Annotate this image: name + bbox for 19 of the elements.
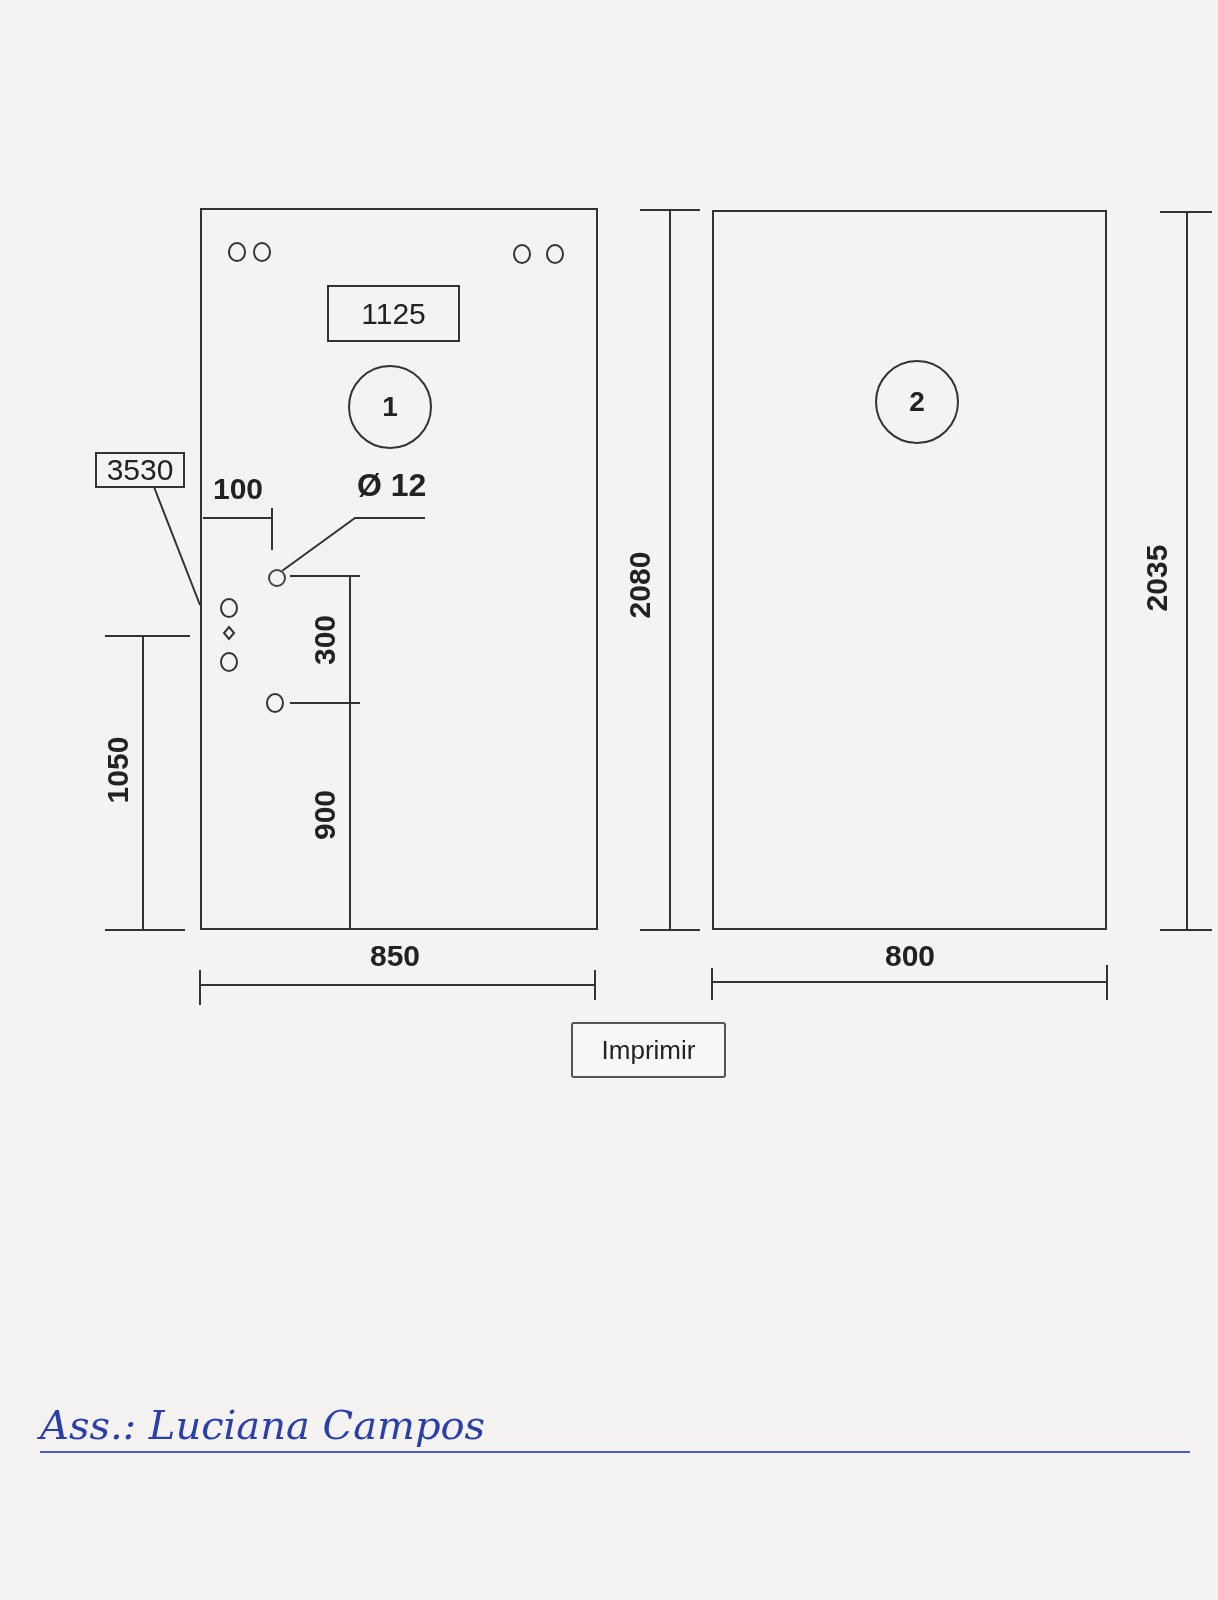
dimension-text: 2080 [625,551,655,619]
part-number-circle: 1 [348,365,432,449]
dimension-text: 100 [213,474,264,504]
print-button: Imprimir [571,1022,726,1078]
door-panel [712,210,1107,930]
dimension-text: 850 [369,941,421,971]
part-number-circle: 2 [875,360,959,444]
hole-diameter-text: Ø 12 [357,467,457,520]
leader-line [281,517,426,572]
dimension-box: 3530 [95,452,185,488]
dimension-text: 2035 [1142,544,1172,612]
dimension-text: 300 [310,614,340,666]
dimension-box: 1125 [327,285,460,342]
hole-symbol [268,569,286,587]
dimension-text: 900 [310,789,340,841]
dimension-text: 1050 [103,736,133,804]
leader-line [153,487,201,606]
door-panel [200,208,598,930]
dimension-text: 800 [884,941,936,971]
